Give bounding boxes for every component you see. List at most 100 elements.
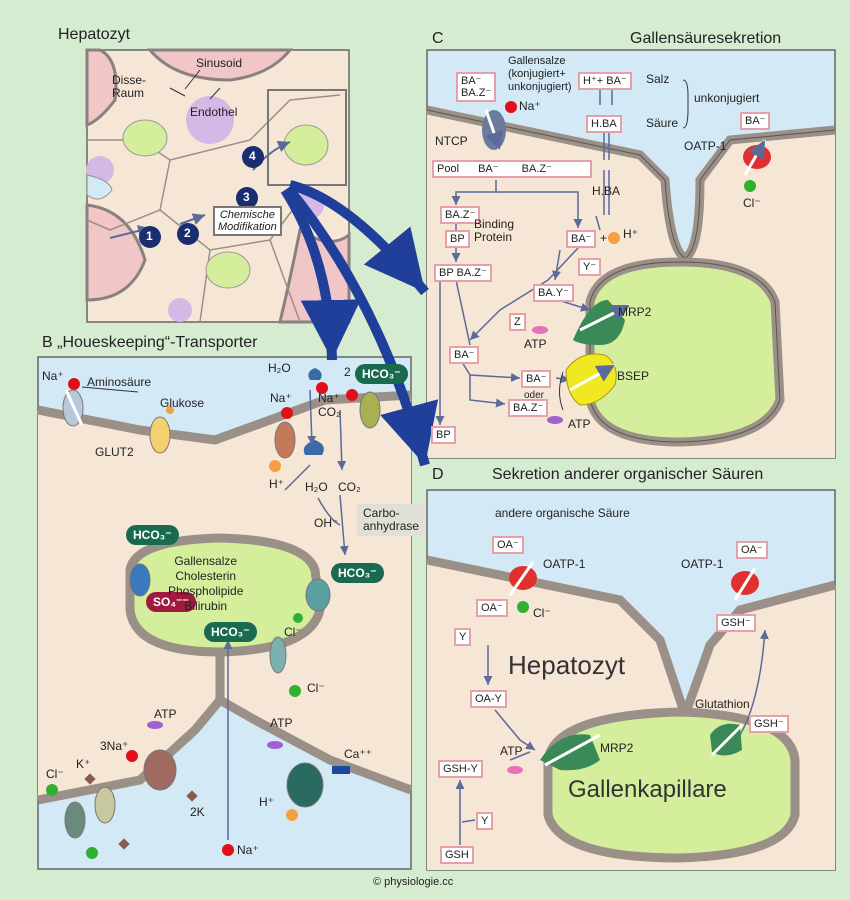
- c-oatp-ba: BA⁻: [740, 112, 771, 130]
- d-atp: ATP: [500, 744, 523, 758]
- c-mrp2: MRP2: [618, 305, 652, 319]
- b-hco3-top: HCO₃⁻: [355, 364, 408, 384]
- panel-b-title: B „Houeskeeping“-Transporter: [42, 334, 258, 351]
- b-cl2: Cl⁻: [307, 681, 325, 695]
- c-bp-baz: BP BA.Z⁻: [434, 264, 492, 282]
- d-oatp2: OATP-1: [681, 557, 724, 571]
- c-bsep: BSEP: [617, 369, 650, 383]
- d-oa1: OA⁻: [492, 536, 524, 554]
- chem-mod-box: Chemische Modifikation: [213, 206, 282, 236]
- b-glukose: Glukose: [160, 396, 205, 410]
- b-h2: H⁺: [259, 795, 274, 809]
- b-h: H⁺: [269, 477, 284, 491]
- b-so4: SO₄⁻⁻: [146, 592, 196, 612]
- c-unkonjugiert: unkonjugiert: [694, 91, 760, 105]
- c-y: Y⁻: [578, 258, 602, 276]
- b-glut2: GLUT2: [95, 445, 134, 459]
- b-hco3-right: HCO₃⁻: [331, 563, 384, 583]
- endothel-label: Endothel: [190, 105, 238, 119]
- c-atp2: ATP: [568, 417, 591, 431]
- c-ba-box: BA⁻ BA.Z⁻: [456, 72, 497, 102]
- c-baz-right2: BA.Z⁻: [508, 399, 549, 417]
- c-bp-bottom: BP: [431, 426, 456, 444]
- d-mrp2: MRP2: [600, 741, 634, 755]
- c-z: Z: [509, 313, 526, 331]
- step-2-marker: [177, 223, 199, 245]
- c-saeure: Säure: [646, 116, 679, 130]
- d-oa2: OA⁻: [476, 599, 508, 617]
- c-na: Na⁺: [519, 99, 541, 113]
- d-oa3: OA⁻: [736, 541, 768, 559]
- c-salz: Salz: [646, 72, 670, 86]
- b-2k: 2K: [190, 805, 205, 819]
- panel-b: [37, 356, 413, 870]
- step-1-marker: [139, 226, 161, 248]
- panel-d-letter: D: [432, 466, 444, 483]
- panel-c-title: Gallensäuresekretion: [630, 30, 782, 47]
- panel-d-title: Sekretion anderer organischer Säuren: [492, 466, 764, 483]
- d-cl: Cl⁻: [533, 606, 551, 620]
- b-h2o: H₂O: [268, 361, 291, 375]
- b-na-bottom: Na⁺: [237, 843, 259, 857]
- c-oatp: OATP-1: [684, 139, 727, 153]
- c-pool: Pool: [437, 163, 460, 175]
- b-cl3: Cl⁻: [46, 767, 64, 781]
- d-y: Y: [454, 628, 472, 646]
- step-3: 3: [243, 190, 250, 204]
- d-y2: Y: [476, 812, 494, 830]
- overview-arrows: [280, 180, 439, 467]
- disse-label: Disse- Raum: [112, 73, 147, 100]
- step-4: 4: [249, 149, 256, 163]
- b-na2: Na⁺: [270, 391, 292, 405]
- b-3na: 3Na⁺: [100, 739, 129, 753]
- b-na3: Na⁺: [318, 391, 340, 405]
- c-bp: BP: [445, 230, 470, 248]
- c-ba-low: BA⁻: [449, 346, 480, 364]
- c-pool-box: Pool BA⁻ BA.Z⁻: [432, 160, 592, 178]
- c-pool-baz: BA.Z⁻: [521, 163, 552, 175]
- c-binding: Binding Protein: [474, 217, 515, 244]
- d-andere: andere organische Säure: [495, 506, 630, 520]
- b-ca: Ca⁺⁺: [344, 747, 373, 761]
- c-ba-right: BA⁻: [566, 230, 597, 248]
- b-cl1: Cl⁻: [284, 625, 302, 639]
- c-oder: oder: [524, 390, 545, 401]
- c-plus: +: [600, 231, 608, 245]
- b-canaliculus-contents: Gallensalze Cholesterin Phospholipide Bi…: [168, 554, 244, 613]
- b-na: Na⁺: [42, 369, 64, 383]
- c-baz: BA.Z⁻: [440, 206, 481, 224]
- b-atp2: ATP: [270, 716, 293, 730]
- panel-c-letter: C: [432, 30, 444, 47]
- step-3-marker: [236, 187, 258, 209]
- c-gallensalze: Gallensalze (konjugiert+ unkonjugiert): [508, 55, 572, 93]
- c-salt-box: H⁺+ BA⁻: [578, 72, 632, 90]
- step-4-marker: [242, 146, 264, 168]
- b-hco3-left: HCO₃⁻: [126, 525, 179, 545]
- step-1: 1: [146, 229, 153, 243]
- panel-c: [426, 49, 836, 459]
- panel-a-title: Hepatozyt: [58, 26, 131, 43]
- c-ntcp: NTCP: [435, 134, 468, 148]
- b-k: K⁺: [76, 757, 91, 771]
- c-pool-ba: BA⁻: [478, 163, 499, 175]
- step-2: 2: [184, 226, 191, 240]
- c-cl: Cl⁻: [743, 196, 761, 210]
- c-bay: BA.Y⁻: [533, 284, 574, 302]
- c-atp1: ATP: [524, 337, 547, 351]
- d-oay: OA-Y: [470, 690, 507, 708]
- b-co2: CO₂: [318, 405, 341, 419]
- c-hba-box: H.BA: [586, 115, 622, 133]
- b-aminosaeure: Aminosäure: [87, 375, 152, 389]
- c-h: H⁺: [623, 227, 638, 241]
- b-oh: OH⁻: [314, 516, 339, 530]
- b-two: 2: [344, 365, 351, 379]
- c-ba-right2: BA⁻: [521, 370, 552, 388]
- d-oatp1: OATP-1: [543, 557, 586, 571]
- d-gsh: GSH: [440, 846, 474, 864]
- d-gallenkapillare: Gallenkapillare: [568, 776, 727, 803]
- b-carbo: Carbo- anhydrase: [357, 504, 426, 536]
- b-hco3-center: HCO₃⁻: [204, 622, 257, 642]
- b-co2-2: CO₂: [338, 480, 361, 494]
- sinusoid-label: Sinusoid: [196, 56, 243, 70]
